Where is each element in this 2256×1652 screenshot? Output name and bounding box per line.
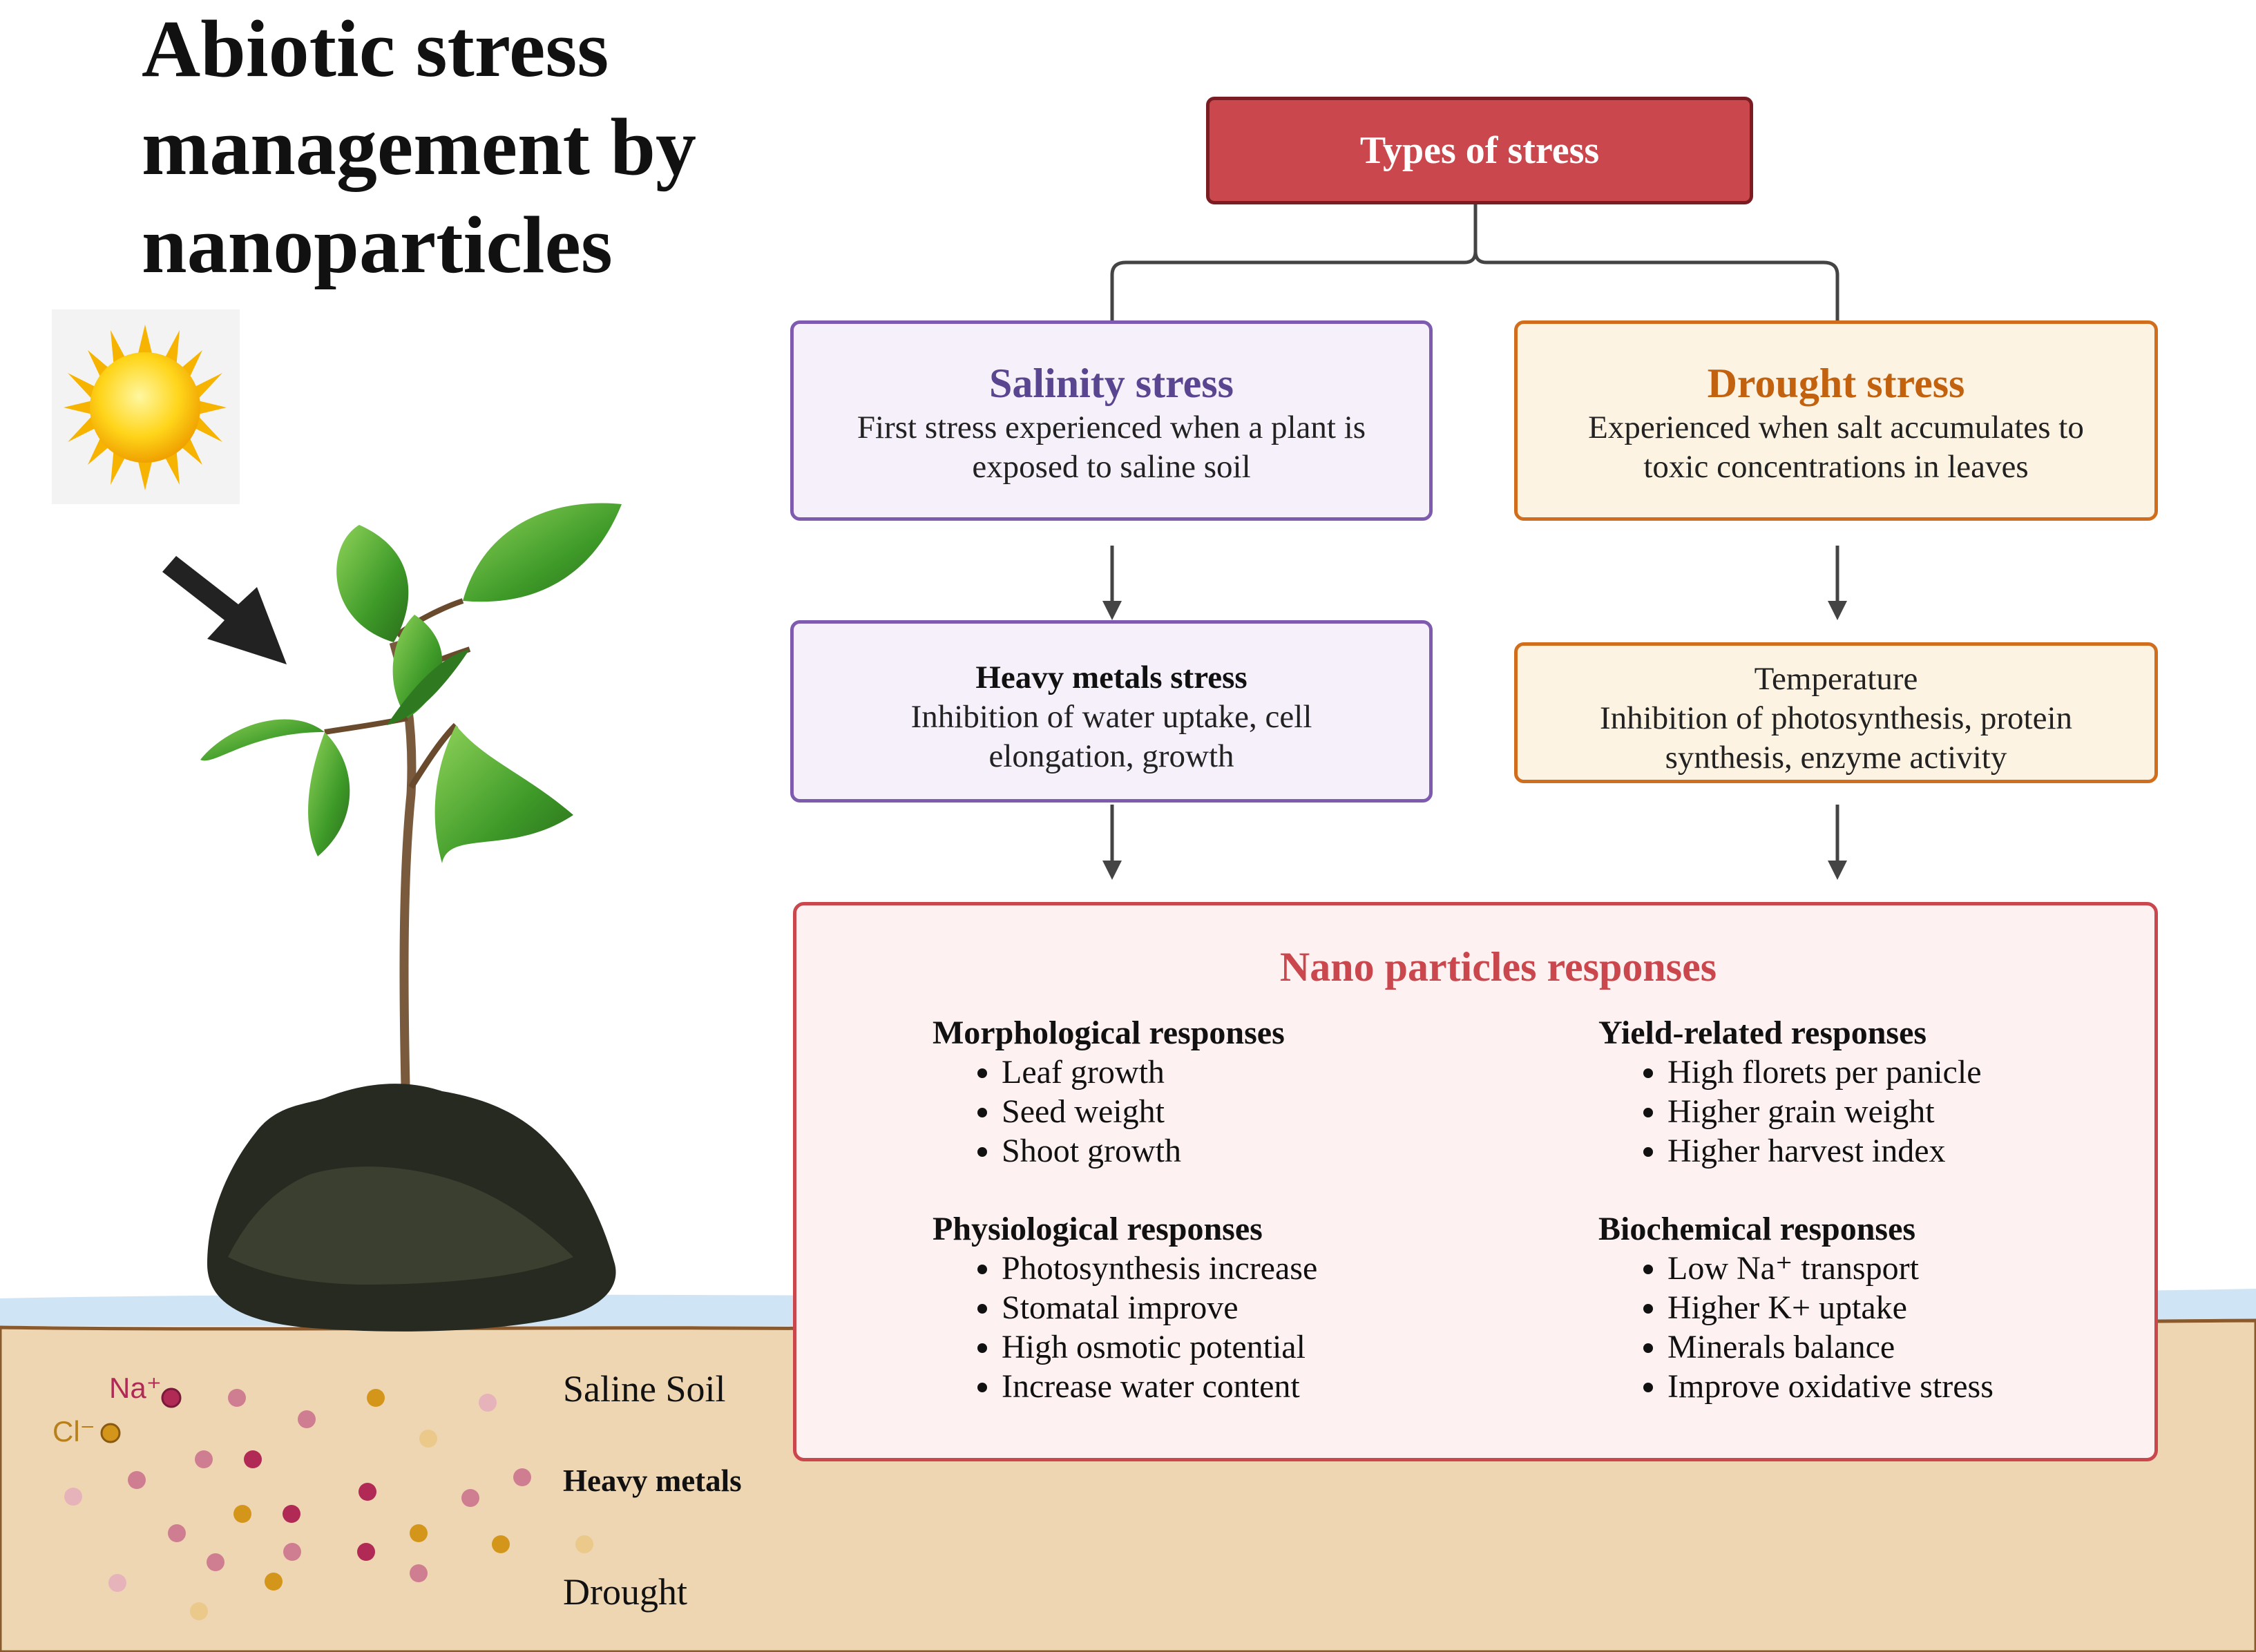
group-heading: Yield-related responses xyxy=(1598,1015,1927,1051)
list-item: Higher K+ uptake xyxy=(1667,1288,1994,1327)
temperature-text: Inhibition of photosynthesis, protein sy… xyxy=(1599,700,2073,776)
arrow-icon xyxy=(162,556,287,664)
list-item: High osmotic potential xyxy=(1002,1327,1317,1367)
drought-stress-box: Drought stress Experienced when salt acc… xyxy=(1514,320,2158,521)
list-item: Higher grain weight xyxy=(1667,1092,1982,1131)
group-list: Leaf growth Seed weight Shoot growth xyxy=(933,1053,1285,1171)
physiological-group: Physiological responses Photosynthesis i… xyxy=(933,1210,1317,1406)
list-item: Seed weight xyxy=(1002,1092,1285,1131)
plant-illustration xyxy=(200,503,622,1332)
main-title: Abiotic stress management by nanoparticl… xyxy=(142,3,697,290)
group-list: Photosynthesis increase Stomatal improve… xyxy=(933,1249,1317,1406)
na-ion-label: Na⁺ xyxy=(109,1372,162,1404)
drought-heading: Drought stress xyxy=(1707,361,1965,406)
list-item: Photosynthesis increase xyxy=(1002,1249,1317,1288)
salinity-stress-box: Salinity stress First stress experienced… xyxy=(790,320,1433,521)
list-item: Shoot growth xyxy=(1002,1131,1285,1171)
group-list: High florets per panicle Higher grain we… xyxy=(1598,1053,1982,1171)
list-item: Stomatal improve xyxy=(1002,1288,1317,1327)
heavy-metals-heading: Heavy metals stress xyxy=(975,660,1248,695)
nano-responses-title: Nano particles responses xyxy=(1279,944,1717,990)
list-item: Minerals balance xyxy=(1667,1327,1994,1367)
list-item: Improve oxidative stress xyxy=(1667,1367,1994,1406)
heavy-metals-label: Heavy metals xyxy=(563,1463,742,1498)
cl-ion-label: Cl⁻ xyxy=(52,1415,95,1448)
heavy-metals-box: Heavy metals stress Inhibition of water … xyxy=(790,620,1433,803)
arrowheads xyxy=(1102,601,1847,880)
group-heading: Physiological responses xyxy=(933,1211,1263,1247)
sun-icon xyxy=(64,325,227,490)
yield-group: Yield-related responses High florets per… xyxy=(1598,1014,1982,1171)
group-heading: Morphological responses xyxy=(933,1015,1285,1051)
types-of-stress-label: Types of stress xyxy=(1359,129,1600,172)
list-item: Increase water content xyxy=(1002,1367,1317,1406)
connectors xyxy=(1110,204,1839,867)
list-item: High florets per panicle xyxy=(1667,1053,1982,1092)
list-item: Low Na⁺ transport xyxy=(1667,1249,1994,1288)
cl-ion xyxy=(100,1423,121,1443)
temperature-heading: Temperature xyxy=(1754,661,1918,697)
heavy-metals-text: Inhibition of water uptake, cell elongat… xyxy=(910,699,1312,774)
group-list: Low Na⁺ transport Higher K+ uptake Miner… xyxy=(1598,1249,1994,1406)
list-item: Leaf growth xyxy=(1002,1053,1285,1092)
group-heading: Biochemical responses xyxy=(1598,1211,1916,1247)
salinity-heading: Salinity stress xyxy=(989,361,1234,406)
list-item: Higher harvest index xyxy=(1667,1131,1982,1171)
salinity-text: First stress experienced when a plant is… xyxy=(857,410,1366,485)
drought-label: Drought xyxy=(563,1571,687,1613)
temperature-box: Temperature Inhibition of photosynthesis… xyxy=(1514,642,2158,783)
morphological-group: Morphological responses Leaf growth Seed… xyxy=(933,1014,1285,1171)
drought-text: Experienced when salt accumulates to tox… xyxy=(1588,410,2084,485)
na-ion xyxy=(161,1387,182,1408)
biochemical-group: Biochemical responses Low Na⁺ transport … xyxy=(1598,1210,1994,1406)
types-of-stress-box: Types of stress xyxy=(1206,97,1753,204)
ion-particles xyxy=(64,1387,593,1620)
nano-responses-box xyxy=(793,902,2158,1461)
saline-soil-label: Saline Soil xyxy=(563,1368,726,1410)
